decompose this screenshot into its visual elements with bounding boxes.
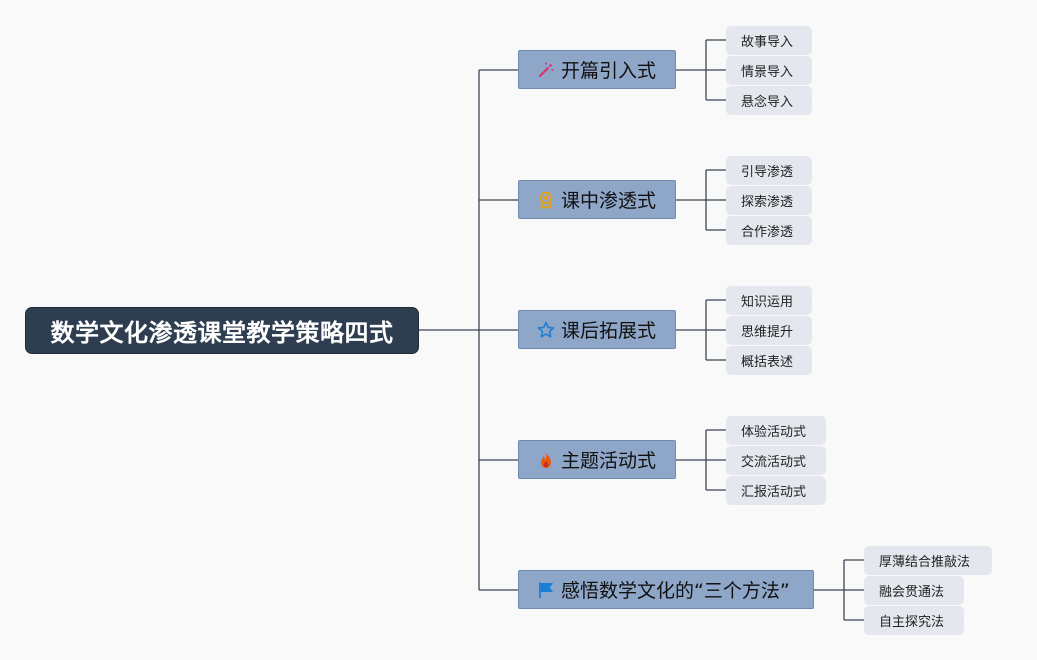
branch-topic-label: 课后拓展式	[561, 320, 657, 342]
leaf-topic[interactable]: 概括表述	[726, 346, 812, 375]
branch-topic-theme-activity[interactable]: 主题活动式	[518, 440, 676, 479]
leaf-topic[interactable]: 交流活动式	[726, 446, 826, 475]
leaf-topic[interactable]: 体验活动式	[726, 416, 826, 445]
branch-topic-label: 感悟数学文化的“三个方法”	[561, 580, 790, 602]
branch-topic-after-class[interactable]: 课后拓展式	[518, 310, 676, 349]
magic-wand-icon	[537, 61, 555, 79]
branch-topic-label: 课中渗透式	[561, 190, 657, 212]
leaf-topic[interactable]: 厚薄结合推敲法	[864, 546, 992, 575]
leaf-topic-label: 厚薄结合推敲法	[879, 555, 971, 570]
leaf-topic[interactable]: 知识运用	[726, 286, 812, 315]
root-topic[interactable]: 数学文化渗透课堂教学策略四式	[25, 307, 419, 354]
leaf-topic[interactable]: 探索渗透	[726, 186, 812, 215]
branch-topic-label: 开篇引入式	[561, 60, 657, 82]
branch-topic-in-class[interactable]: 课中渗透式	[518, 180, 676, 219]
leaf-topic-label: 自主探究法	[879, 615, 945, 630]
flag-icon	[537, 581, 555, 599]
root-topic-label: 数学文化渗透课堂教学策略四式	[50, 319, 394, 347]
leaf-topic-label: 探索渗透	[741, 195, 794, 210]
star-icon	[537, 321, 555, 339]
leaf-topic-label: 故事导入	[741, 35, 794, 50]
leaf-topic-label: 引导渗透	[741, 165, 794, 180]
leaf-topic-label: 悬念导入	[741, 95, 794, 110]
leaf-topic[interactable]: 合作渗透	[726, 216, 812, 245]
leaf-topic[interactable]: 自主探究法	[864, 606, 964, 635]
leaf-topic[interactable]: 融会贯通法	[864, 576, 964, 605]
leaf-topic[interactable]: 引导渗透	[726, 156, 812, 185]
leaf-topic-label: 交流活动式	[741, 455, 807, 470]
flame-icon	[537, 451, 555, 469]
leaf-topic[interactable]: 汇报活动式	[726, 476, 826, 505]
leaf-topic-label: 合作渗透	[741, 225, 794, 240]
leaf-topic-label: 知识运用	[741, 295, 794, 310]
leaf-topic-label: 情景导入	[741, 65, 794, 80]
branch-topic-opening[interactable]: 开篇引入式	[518, 50, 676, 89]
leaf-topic-label: 体验活动式	[741, 425, 807, 440]
leaf-topic[interactable]: 思维提升	[726, 316, 812, 345]
leaf-topic[interactable]: 故事导入	[726, 26, 812, 55]
leaf-topic-label: 汇报活动式	[741, 485, 807, 500]
branch-topic-three-methods[interactable]: 感悟数学文化的“三个方法”	[518, 570, 814, 609]
leaf-topic-label: 融会贯通法	[879, 585, 945, 600]
branch-topic-label: 主题活动式	[561, 450, 657, 472]
leaf-topic-label: 概括表述	[741, 355, 794, 370]
leaf-topic-label: 思维提升	[741, 325, 794, 340]
award-medal-icon	[537, 191, 555, 209]
leaf-topic[interactable]: 情景导入	[726, 56, 812, 85]
leaf-topic[interactable]: 悬念导入	[726, 86, 812, 115]
